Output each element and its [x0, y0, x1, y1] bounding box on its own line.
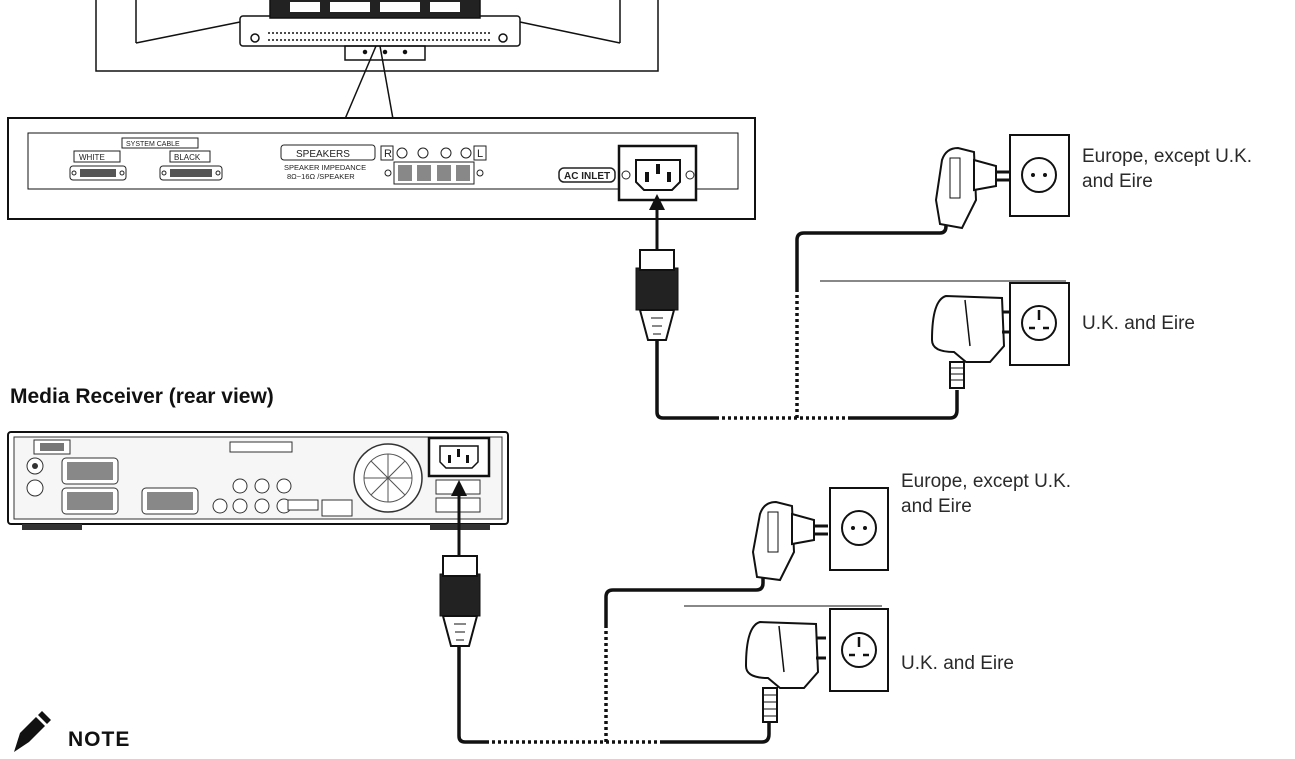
top-uk-label: U.K. and Eire [1082, 313, 1195, 334]
rear-panel: SYSTEM CABLE WHITE BLACK SPEAKERS SPEAKE… [7, 117, 756, 220]
right-label: R [384, 148, 392, 160]
top-europe-label-line2: and Eire [1082, 171, 1153, 192]
top-power-cord [635, 194, 1066, 420]
uk-plug-bottom [744, 620, 826, 723]
speaker-terminals: SPEAKERS SPEAKER IMPEDANCE 8Ω~16Ω /SPEAK… [280, 144, 487, 185]
ac-inlet-label: AC INLET [564, 171, 610, 182]
wall-socket-europe-top [1009, 134, 1070, 217]
wall-socket-europe-bottom [829, 487, 889, 571]
wall-socket-uk-top [1009, 282, 1070, 366]
bottom-europe-label-line2: and Eire [901, 496, 972, 517]
bottom-uk-label: U.K. and Eire [901, 653, 1014, 674]
ac-inlet: AC INLET [558, 144, 698, 202]
pencil-note-icon [14, 711, 51, 752]
white-label: WHITE [79, 153, 105, 162]
monitor-illustration [95, 0, 659, 120]
media-receiver-heading: Media Receiver (rear view) [10, 385, 274, 408]
left-label: L [477, 148, 483, 160]
uk-plug-top [930, 294, 1010, 389]
black-label: BLACK [174, 153, 201, 162]
media-receiver-illustration [7, 431, 509, 530]
system-cable-label: SYSTEM CABLE [126, 141, 180, 148]
note-heading: NOTE [68, 728, 131, 751]
bottom-europe-label-line1: Europe, except U.K. [901, 471, 1072, 492]
top-europe-label-line1: Europe, except U.K. [1082, 146, 1253, 167]
impedance-line1: SPEAKER IMPEDANCE [284, 163, 366, 172]
system-cable-connectors: SYSTEM CABLE WHITE BLACK [69, 137, 223, 181]
schuko-plug-bottom [751, 500, 828, 582]
speakers-label: SPEAKERS [296, 149, 350, 160]
impedance-line2: 8Ω~16Ω /SPEAKER [287, 172, 355, 181]
schuko-plug-top [934, 146, 1010, 230]
wall-socket-uk-bottom [829, 608, 889, 692]
bottom-power-cord [439, 480, 882, 744]
